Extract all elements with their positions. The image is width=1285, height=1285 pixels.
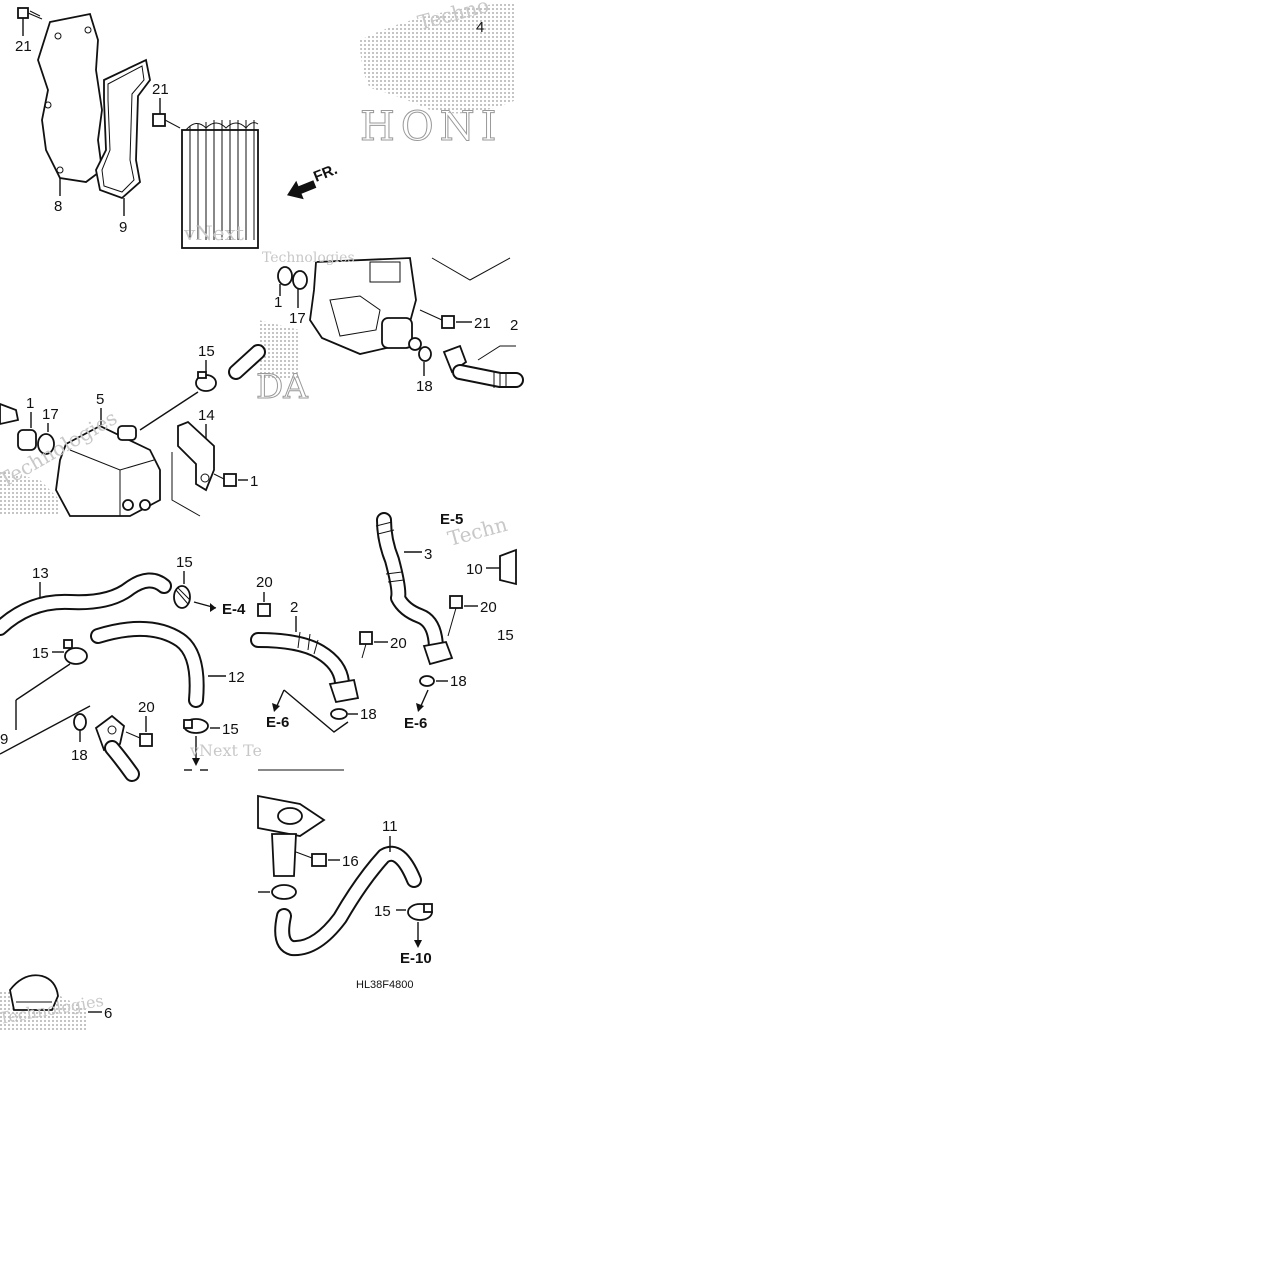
- watermark-text: vNext Te: [189, 741, 262, 760]
- callout-15: 15: [32, 645, 49, 662]
- diagram-code: HL38F4800: [356, 979, 414, 991]
- callout-4: 4: [476, 19, 484, 36]
- callout-20: 20: [256, 574, 273, 591]
- callout-10: 10: [466, 561, 483, 578]
- callout-12: 12: [228, 669, 245, 686]
- ref-e5: E-5: [440, 511, 463, 528]
- callout-2: 2: [290, 599, 298, 616]
- bolt-icon: [125, 731, 153, 747]
- brand-letters: HONI: [360, 104, 502, 150]
- callout-11: 11: [382, 818, 398, 835]
- radiator-cap-icon: [9, 974, 59, 1011]
- gasket: [95, 58, 151, 200]
- hose-clamp-icon: [173, 585, 191, 609]
- callout-2-partial: 2: [510, 317, 518, 334]
- callout-15: 15: [176, 554, 193, 571]
- brand-letters: DA: [256, 367, 308, 407]
- tile-housing: DA 1 17 21 2 18 Technologies: [256, 250, 524, 408]
- callout-18: 18: [360, 706, 377, 723]
- bolt-icon: [359, 631, 373, 659]
- callout-21: 21: [474, 315, 491, 332]
- hose-clamp-icon: [63, 639, 88, 665]
- hose-clamp-icon: [195, 371, 217, 392]
- callout-3: 3: [424, 546, 432, 563]
- oil-cooler-icon: [181, 120, 259, 249]
- callout-5: 5: [96, 391, 104, 408]
- callout-17: 17: [289, 310, 306, 327]
- hose-clamp-icon: [271, 884, 297, 900]
- callout-9: 9: [0, 731, 8, 748]
- tile-lower-hose: 16 11 15 E-10 HL38F4800: [257, 794, 433, 991]
- bolt-icon: [213, 473, 237, 487]
- callout-1: 1: [274, 294, 282, 311]
- ref-e10: E-10: [400, 950, 432, 967]
- watermark-text: Technologies: [262, 250, 355, 266]
- bolt-icon: [447, 595, 463, 637]
- front-label: FR.: [311, 161, 340, 186]
- tile-cover-and-cooler: 21 8 9 21 vNext: [15, 7, 259, 249]
- tile-brand-area: HONI Techno 4 FR.: [287, 0, 516, 200]
- bolt-icon: [17, 7, 43, 20]
- callout-15: 15: [374, 903, 391, 920]
- bolt-icon: [419, 309, 455, 329]
- callout-9: 9: [119, 219, 127, 236]
- cover-plate: [37, 12, 103, 183]
- tile-cap: 6 Technologies: [0, 974, 112, 1032]
- callout-18: 18: [71, 747, 88, 764]
- callout-8: 8: [54, 198, 62, 215]
- tile-thermostat: 15 1 17 5 Technologies 14: [0, 343, 266, 517]
- callout-18: 18: [450, 673, 467, 690]
- callout-1: 1: [26, 395, 34, 412]
- callout-13: 13: [32, 565, 49, 582]
- callout-15-partial: 15: [497, 627, 514, 644]
- front-arrow-icon: [287, 180, 317, 200]
- callout-20: 20: [390, 635, 407, 652]
- callout-18: 18: [416, 378, 433, 395]
- callout-15: 15: [198, 343, 215, 360]
- callout-1-partial: 1: [250, 473, 258, 490]
- tile-pipes-right: 3 E-5 Techn 10 20 15 18 E-6 20 2: [250, 511, 517, 771]
- callout-14: 14: [198, 407, 215, 424]
- callout-6: 6: [104, 1005, 112, 1022]
- callout-20: 20: [138, 699, 155, 716]
- callout-21: 21: [152, 81, 169, 98]
- hose-clamp-icon: [407, 903, 433, 921]
- watermark-text: vNext: [183, 221, 244, 245]
- tile-hoses-left: 13 15 E-4 15 9 12 20: [0, 554, 262, 782]
- bolt-icon: [295, 851, 327, 867]
- ref-e6: E-6: [266, 714, 289, 731]
- ref-e6: E-6: [404, 715, 427, 732]
- callout-16: 16: [342, 853, 359, 870]
- ref-e4: E-4: [222, 601, 246, 618]
- callout-17: 17: [42, 406, 59, 423]
- callout-20: 20: [480, 599, 497, 616]
- callout-15: 15: [222, 721, 239, 738]
- bolt-icon: [257, 603, 271, 617]
- hose-clamp-icon: [183, 718, 209, 734]
- callout-21: 21: [15, 38, 32, 55]
- bolt-icon: [152, 113, 181, 129]
